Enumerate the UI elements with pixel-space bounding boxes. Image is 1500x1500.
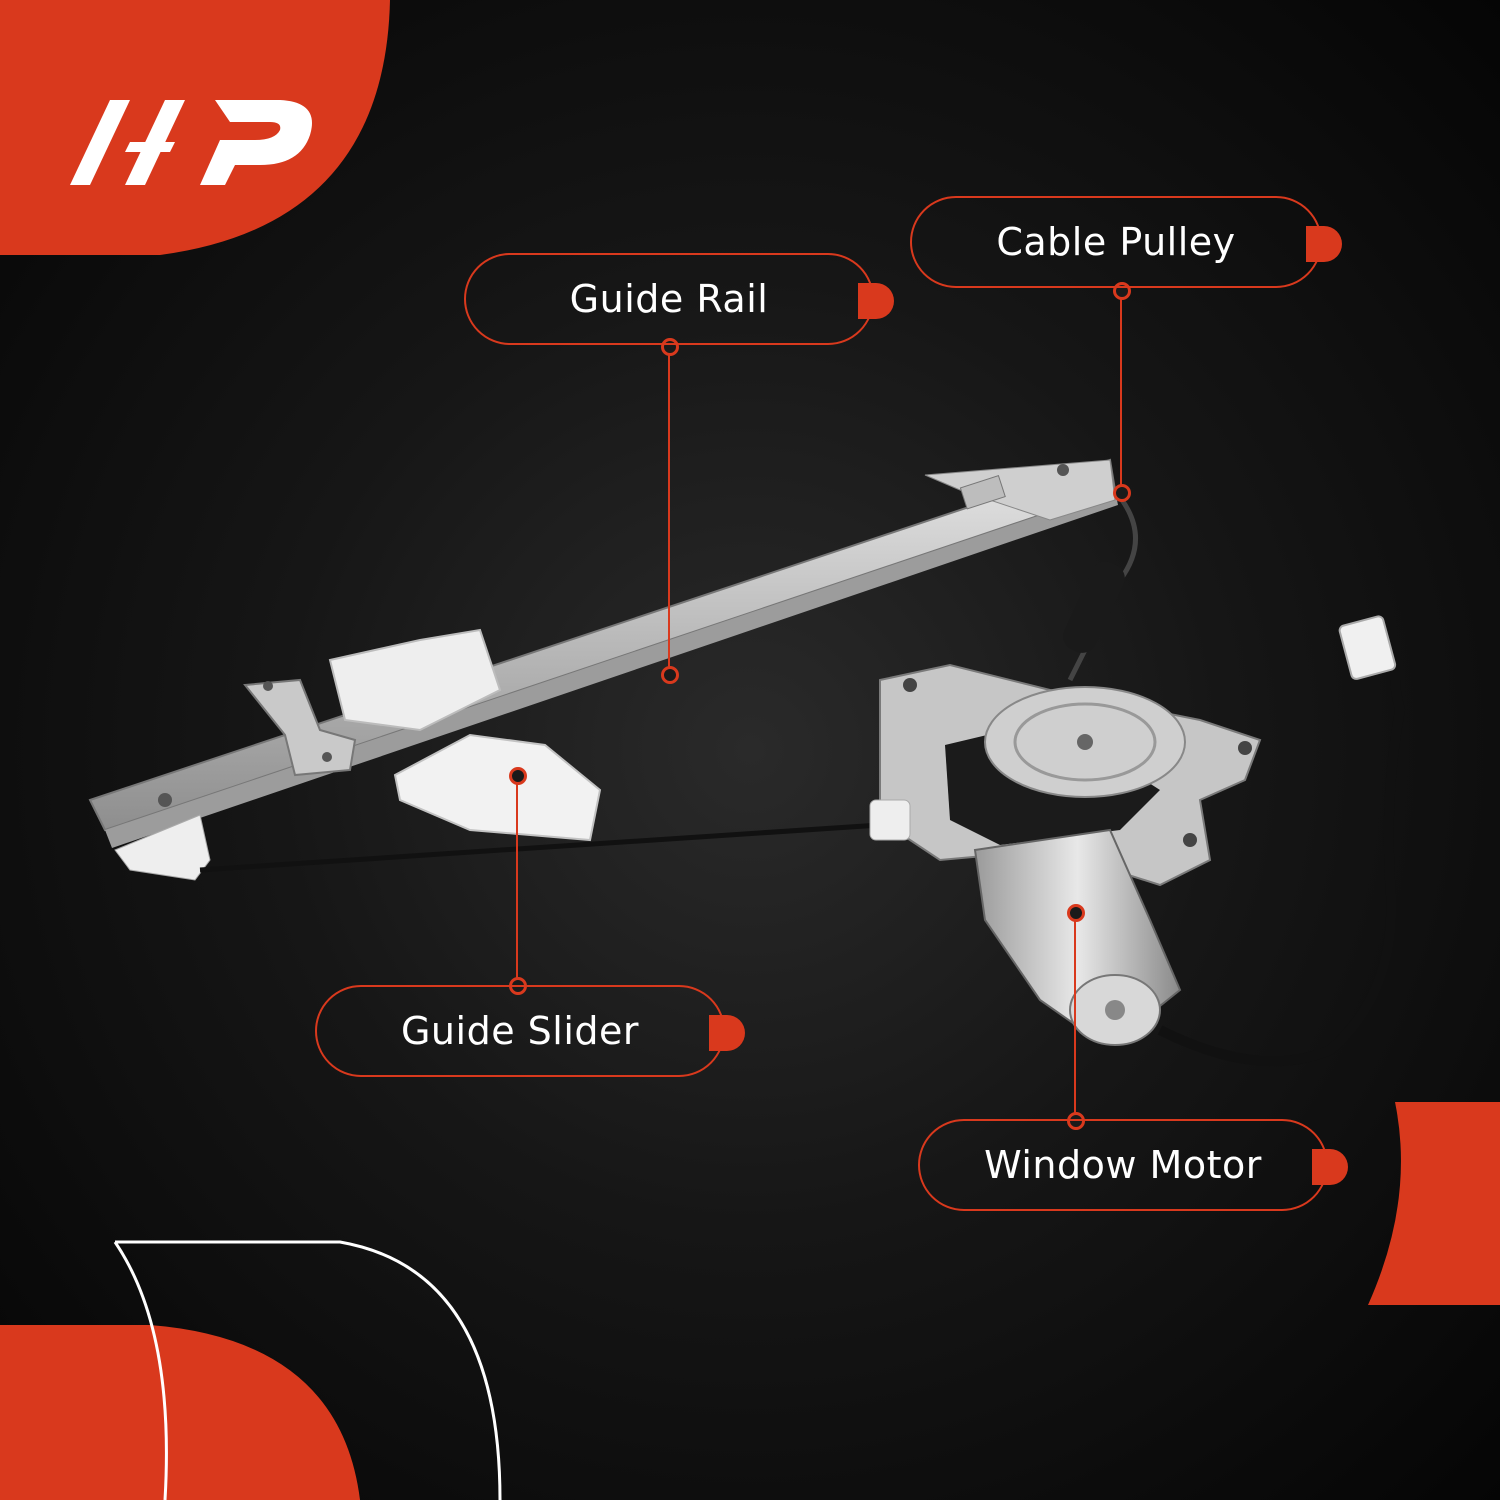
guide-slider-dot-target — [509, 767, 527, 785]
motor-wire — [1157, 679, 1406, 1067]
cable-pulley-leader — [1120, 290, 1122, 490]
wire-connector — [1338, 615, 1397, 680]
bottom-left-outline-arc — [115, 1240, 502, 1500]
callout-tab — [709, 1015, 745, 1051]
callout-tab — [858, 283, 894, 319]
guide-rail-label: Guide Rail — [569, 277, 769, 321]
ap-logo — [70, 100, 312, 185]
guide-rail-dot-top — [661, 338, 679, 356]
right-orange-shape — [1368, 1102, 1500, 1305]
guide-rail-leader — [668, 346, 670, 674]
guide-slider-part — [328, 628, 602, 842]
window-motor-leader — [1074, 912, 1076, 1118]
cable-pulley-dot-target — [1113, 484, 1131, 502]
guide-rail-callout: Guide Rail — [464, 253, 894, 345]
motor-assembly-part — [869, 663, 1262, 1046]
guide-slider-callout: Guide Slider — [315, 985, 745, 1077]
window-motor-dot-bottom — [1067, 1112, 1085, 1130]
callout-tab — [1306, 226, 1342, 262]
callout-tab — [1312, 1149, 1348, 1185]
cable-pulley-label: Cable Pulley — [996, 220, 1236, 264]
cable-sleeve — [1063, 561, 1125, 653]
guide-slider-label: Guide Slider — [400, 1009, 640, 1053]
window-motor-dot-target — [1067, 904, 1085, 922]
guide-slider-leader — [516, 775, 518, 983]
cable-pulley-callout: Cable Pulley — [910, 196, 1342, 288]
window-motor-label: Window Motor — [984, 1143, 1262, 1187]
guide-rail-dot-target — [661, 666, 679, 684]
window-motor-callout: Window Motor — [918, 1119, 1348, 1211]
bottom-left-orange-shape — [0, 1325, 360, 1500]
bottom-left-outline-curve — [113, 1241, 168, 1500]
cable — [199, 822, 881, 873]
rail-end-bracket — [114, 678, 357, 881]
top-left-orange-shape — [0, 0, 390, 255]
